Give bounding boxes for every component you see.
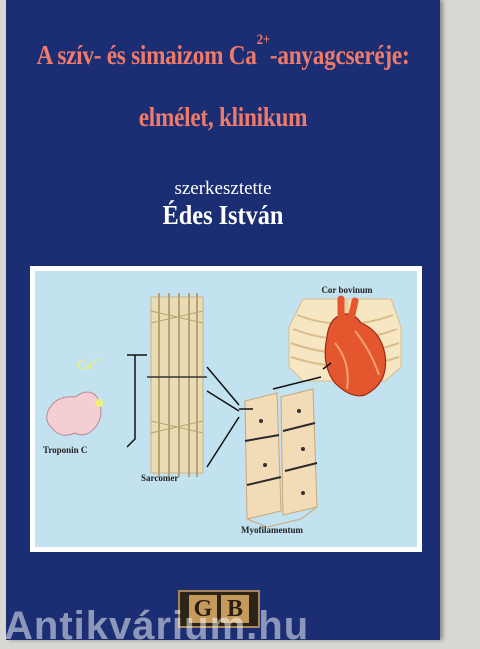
troponin-label: Troponin C <box>43 445 87 455</box>
logo-letter-g: G <box>189 595 217 623</box>
title-line-1: A szív- és simaizom Ca2+-anyagcseréje: <box>36 33 410 70</box>
title-text-part-2: -anyagcseréje: <box>269 40 410 70</box>
connector-lines <box>126 354 332 468</box>
calcium-ion <box>95 399 103 407</box>
myofilamentum-label: Myofilamentum <box>241 525 303 535</box>
watermark: Antikvárium.hu <box>4 604 310 648</box>
editor-label: szerkesztette <box>174 178 272 199</box>
title-line-2: elmélet, klinikum <box>138 102 308 132</box>
troponin-molecule <box>46 391 102 436</box>
logo-letter-b: B <box>221 595 249 623</box>
cor-bovinum-label: Cor bovinum <box>321 285 373 295</box>
title-text-part-1: A szív- és simaizom Ca <box>36 40 257 70</box>
title-superscript: 2+ <box>256 32 271 48</box>
sarcomer-label: Sarcomer <box>141 473 178 483</box>
book-cover: A szív- és simaizom Ca2+-anyagcseréje: e… <box>6 0 440 640</box>
calcium-label: Ca2+ <box>77 356 102 372</box>
illustration-svg: Cor bovinum Sarcomer Ca2+ Troponin C <box>35 271 417 547</box>
publisher-logo: G B <box>178 590 260 628</box>
myofilament-drawing <box>244 388 318 528</box>
sarcomere-drawing <box>147 293 207 477</box>
heart-ribcage-drawing <box>288 295 402 397</box>
cover-illustration: Cor bovinum Sarcomer Ca2+ Troponin C <box>30 266 422 552</box>
editor-name: Édes István <box>162 200 284 230</box>
